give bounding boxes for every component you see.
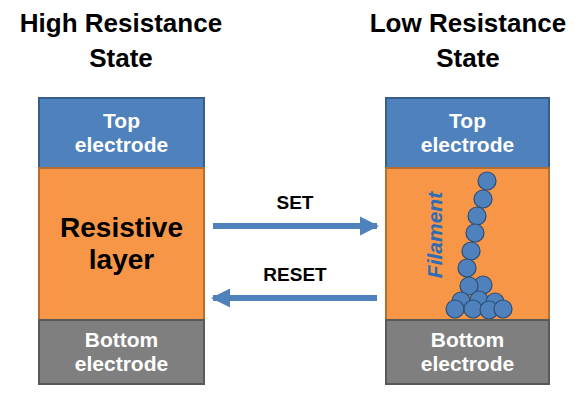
transition-arrow (213, 295, 377, 301)
layer-label: Top electrode (66, 109, 178, 157)
layer-label: Bottom electrode (66, 328, 178, 376)
top-electrode: Top electrode (38, 97, 205, 169)
filament-bead (446, 300, 464, 318)
filament-bead (494, 300, 512, 318)
filament-bead (466, 224, 484, 242)
transition-label: RESET (225, 264, 365, 286)
filament-bead (478, 172, 496, 190)
layer-label: Bottom electrode (412, 328, 524, 376)
filament-bead (474, 190, 492, 208)
layer-label: Resistive layer (47, 212, 197, 276)
layer-label: Top electrode (412, 109, 524, 157)
state-heading: Low Resistance State (358, 6, 576, 76)
resistive-layer-with-filament: Filament (385, 167, 550, 321)
state-heading: High Resistance State (11, 6, 231, 76)
filament-label: Filament (423, 192, 447, 278)
filament-illustration (387, 169, 548, 319)
top-electrode: Top electrode (385, 97, 550, 169)
transition-label: SET (225, 192, 365, 214)
bottom-electrode: Bottom electrode (385, 319, 550, 385)
resistive-layer: Resistive layer (38, 167, 205, 321)
filament-bead (462, 242, 480, 260)
filament-bead (468, 207, 486, 225)
filament-bead (464, 300, 482, 318)
bottom-electrode: Bottom electrode (38, 319, 205, 385)
transition-arrow (213, 223, 377, 229)
filament-bead (458, 259, 476, 277)
